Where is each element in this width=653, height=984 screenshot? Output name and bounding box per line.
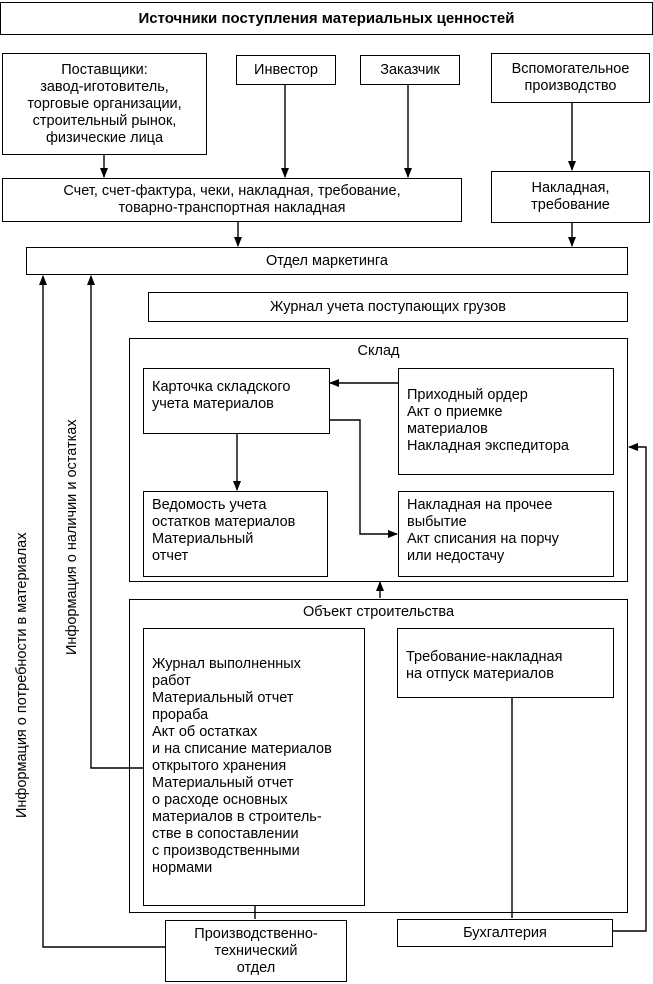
reports-line: Материальный отчет — [152, 775, 294, 791]
reports-line: открытого хранения — [152, 758, 287, 774]
aux-documents-line: требование — [531, 197, 610, 213]
arrow-pto-to-marketing — [39, 275, 165, 948]
incoming-line: Накладная экспедитора — [407, 438, 569, 454]
disposal-line: или недостачу — [407, 548, 505, 564]
requisition-line: на отпуск материалов — [406, 666, 554, 682]
page-title: Источники поступления материальных ценно… — [138, 10, 515, 27]
title-box: Источники поступления материальных ценно… — [0, 2, 653, 35]
cargo-journal-label: Журнал учета поступающих грузов — [270, 298, 506, 315]
pto-box: Производственно- технический отдел — [165, 920, 347, 982]
incoming-line: материалов — [407, 421, 488, 437]
aux-documents-box: Накладная, требование — [491, 171, 650, 223]
construction-box: Объект строительства — [129, 599, 628, 913]
statement-line: отчет — [152, 548, 189, 564]
reports-line: материалов в строитель- — [152, 809, 322, 825]
disposal-box: Накладная на прочее выбытие Акт списания… — [398, 491, 614, 577]
suppliers-line: строительный рынок, — [32, 112, 177, 129]
investor-box: Инвестор — [236, 55, 336, 85]
reports-line: прораба — [152, 707, 209, 723]
reports-line: и на списание материалов — [152, 741, 332, 757]
customer-box: Заказчик — [360, 55, 460, 85]
statement-line: остатков материалов — [152, 514, 296, 530]
construction-label: Объект строительства — [302, 604, 455, 620]
stock-info-label: Информация о наличии и остатках — [64, 419, 80, 655]
statement-line: Ведомость учета — [152, 497, 267, 513]
suppliers-line: завод-иготовитель, — [40, 78, 169, 95]
marketing-label: Отдел маркетинга — [266, 252, 388, 269]
suppliers-line: Поставщики: — [61, 61, 148, 78]
reports-line: стве в сопоставлении — [152, 826, 299, 842]
statement-line: Материальный — [152, 531, 254, 547]
arrow-reports-to-marketing — [87, 275, 143, 769]
requisition-box: Требование-накладная на отпуск материало… — [397, 628, 614, 698]
suppliers-line: физические лица — [45, 129, 164, 146]
aux-production-box: Вспомогательное производство — [491, 53, 650, 103]
marketing-box: Отдел маркетинга — [26, 247, 628, 275]
arrow-card-to-disposal — [330, 419, 398, 538]
incoming-box: Приходный ордер Акт о приемке материалов… — [398, 368, 614, 475]
aux-documents-line: Накладная, — [531, 180, 610, 196]
reports-box: Журнал выполненных работ Материальный от… — [143, 628, 365, 906]
documents-line: Счет, счет-фактура, чеки, накладная, тре… — [63, 183, 401, 199]
needs-info-label: Информация о потребности в материалах — [14, 532, 30, 819]
documents-line: товарно-транспортная накладная — [118, 200, 346, 216]
documents-box: Счет, счет-фактура, чеки, накладная, тре… — [2, 178, 462, 222]
disposal-line: выбытие — [407, 514, 467, 530]
customer-label: Заказчик — [380, 61, 440, 78]
cargo-journal-box: Журнал учета поступающих грузов — [148, 292, 628, 322]
card-line: учета материалов — [152, 396, 274, 412]
statement-box: Ведомость учета остатков материалов Мате… — [143, 491, 328, 577]
disposal-line: Накладная на прочее — [407, 497, 553, 513]
disposal-line: Акт списания на порчу — [407, 531, 559, 547]
reports-line: нормами — [152, 860, 213, 876]
reports-line: Журнал выполненных — [152, 656, 301, 672]
reports-line: Материальный отчет — [152, 690, 294, 706]
accounting-label: Бухгалтерия — [463, 924, 547, 941]
aux-production-line: Вспомогательное — [511, 61, 630, 77]
reports-line: Акт об остатках — [152, 724, 258, 740]
aux-production-line: производство — [524, 78, 617, 94]
reports-line: о расходе основных — [152, 792, 288, 808]
pto-line: технический — [214, 942, 298, 959]
reports-line: работ — [152, 673, 191, 689]
suppliers-box: Поставщики: завод-иготовитель, торговые … — [2, 53, 207, 155]
incoming-line: Приходный ордер — [407, 387, 528, 403]
pto-line: Производственно- — [194, 925, 318, 942]
card-line: Карточка складского — [152, 379, 291, 395]
requisition-line: Требование-накладная — [406, 649, 563, 665]
incoming-line: Акт о приемке — [407, 404, 503, 420]
accounting-box: Бухгалтерия — [397, 919, 613, 947]
card-box: Карточка складского учета материалов — [143, 368, 330, 434]
pto-line: отдел — [236, 959, 276, 976]
suppliers-line: торговые организации, — [27, 95, 182, 112]
reports-line: с производственными — [152, 843, 300, 859]
warehouse-box: Склад — [129, 338, 628, 582]
arrow-accounting-to-warehouse — [612, 443, 647, 932]
investor-label: Инвестор — [254, 61, 318, 78]
warehouse-label: Склад — [357, 343, 400, 359]
